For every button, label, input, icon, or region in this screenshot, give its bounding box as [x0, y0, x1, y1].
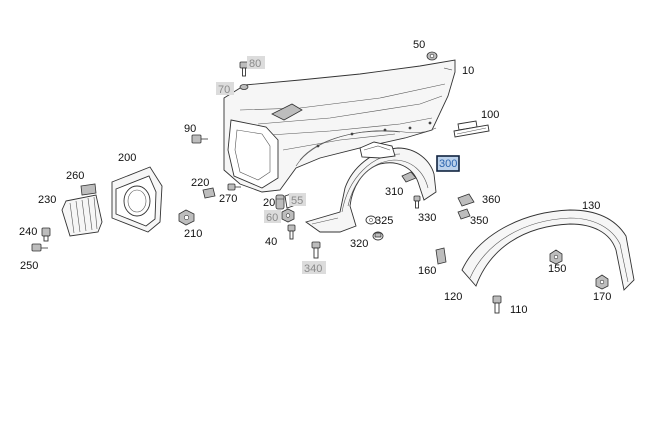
callout-90: 90 [184, 123, 196, 135]
callout-360: 360 [482, 194, 500, 206]
callout-70: 70 [218, 84, 230, 96]
callout-60: 60 [266, 212, 278, 224]
screw-part-250[interactable] [31, 243, 48, 252]
callout-20: 20 [263, 197, 275, 209]
callout-70-bg [216, 82, 234, 95]
callout-110: 110 [510, 304, 528, 316]
nut-part-50[interactable] [426, 51, 438, 61]
nut-part-170[interactable] [595, 274, 609, 290]
nut-part-210[interactable] [178, 209, 195, 226]
callout-10: 10 [462, 65, 474, 77]
callout-300[interactable]: 300 [439, 158, 457, 170]
screw-part-270[interactable] [227, 183, 241, 191]
fender-flare-part[interactable] [461, 209, 635, 291]
callout-160: 160 [418, 265, 436, 277]
callout-220: 220 [191, 177, 209, 189]
callout-260: 260 [66, 170, 84, 182]
callout-100: 100 [481, 109, 499, 121]
emblem-part-100[interactable] [453, 120, 490, 138]
bracket-part-260[interactable] [80, 183, 97, 196]
bolt-part-240[interactable] [41, 227, 51, 242]
callout-60-bg [264, 210, 281, 223]
clip-part-90[interactable] [191, 134, 208, 144]
wheel-arch-liner-part[interactable] [304, 141, 437, 233]
callout-80-bg [247, 56, 265, 69]
callout-320: 320 [350, 238, 368, 250]
callout-300-box[interactable] [436, 155, 460, 172]
callout-240: 240 [19, 226, 37, 238]
callout-340: 340 [304, 263, 322, 275]
headlamp-housing-part[interactable] [111, 166, 163, 233]
nut-part-150[interactable] [549, 249, 563, 265]
clip-part-350[interactable] [457, 208, 471, 220]
callout-130: 130 [582, 200, 600, 212]
callout-50: 50 [413, 39, 425, 51]
callout-40: 40 [265, 236, 277, 248]
callout-120: 120 [444, 291, 462, 303]
screw-part-330[interactable] [413, 195, 421, 209]
nut-part-60[interactable] [281, 208, 295, 223]
callout-310: 310 [385, 186, 403, 198]
washer-part-325[interactable] [365, 215, 377, 225]
callout-340-bg [302, 261, 326, 274]
callout-250: 250 [20, 260, 38, 272]
callout-80: 80 [249, 58, 261, 70]
callout-55: 55 [291, 195, 303, 207]
callout-230: 230 [38, 194, 56, 206]
callout-270: 270 [219, 193, 237, 205]
clip-part-310[interactable] [401, 171, 417, 183]
washer-part-70[interactable] [239, 84, 249, 90]
clip-part-360[interactable] [457, 193, 475, 207]
bolt-part-110[interactable] [492, 295, 502, 314]
callout-55-bg [289, 193, 306, 206]
callout-200: 200 [118, 152, 136, 164]
screw-part-40[interactable] [287, 224, 296, 240]
screw-part-340[interactable] [311, 241, 321, 259]
grille-part-230[interactable] [61, 194, 103, 237]
callout-325: 325 [375, 215, 393, 227]
plug-part-320[interactable] [372, 231, 384, 241]
callout-150: 150 [548, 263, 566, 275]
callout-170: 170 [593, 291, 611, 303]
stud-part-20[interactable] [275, 194, 285, 210]
callout-330: 330 [418, 212, 436, 224]
fender-part[interactable] [223, 59, 456, 193]
callout-210: 210 [184, 228, 202, 240]
callout-350: 350 [470, 215, 488, 227]
screw-part-80[interactable] [239, 61, 249, 77]
clip-part-220[interactable] [202, 187, 216, 199]
clip-part-160[interactable] [435, 247, 447, 265]
